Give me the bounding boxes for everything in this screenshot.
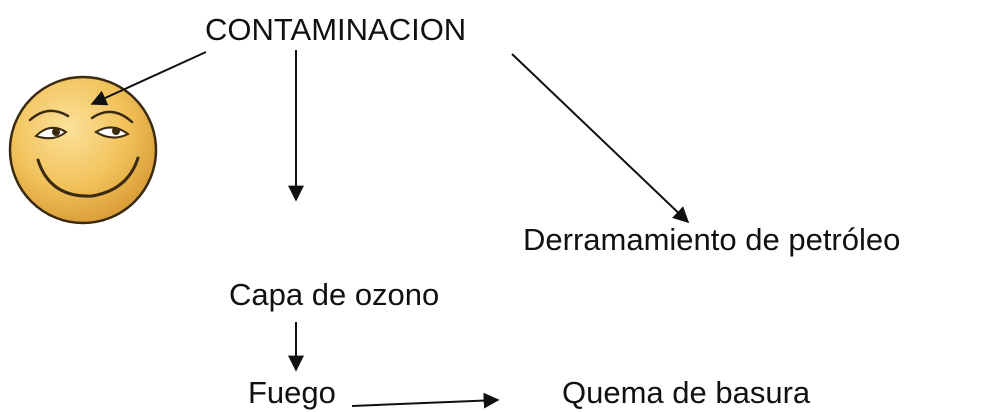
arrow-root-to-oil-spill [511,53,690,224]
node-derramamiento-de-petroleo: Derramamiento de petróleo [523,222,901,257]
node-quema-de-basura: Quema de basura [562,375,811,410]
arrow-root-to-smiley [90,51,207,106]
node-contaminacion: CONTAMINACION [205,12,467,47]
node-fuego: Fuego [248,375,336,410]
smiley-face-icon [8,75,158,225]
node-capa-de-ozono: Capa de ozono [229,277,440,312]
arrow-fire-to-trash [351,392,500,409]
